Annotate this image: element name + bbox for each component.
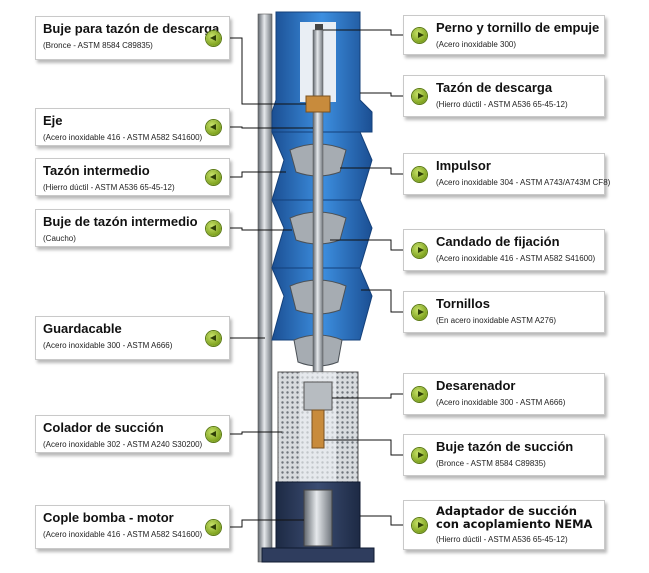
callout-buje-intermedio: Buje de tazón intermedio (Caucho) bbox=[35, 209, 230, 247]
callout-colador: Colador de succión (Acero inoxidable 302 … bbox=[35, 415, 230, 453]
callout-perno: Perno y tornillo de empuje (Acero inoxida… bbox=[403, 15, 605, 55]
callout-eje: Eje (Acero inoxidable 416 - ASTM A582 S41… bbox=[35, 108, 230, 146]
callout-subtitle: (Bronce - ASTM 8584 C89835) bbox=[436, 459, 546, 468]
callout-subtitle: (Acero inoxidable 300 - ASTM A666) bbox=[43, 341, 173, 350]
callout-subtitle: (Acero inoxidable 300) bbox=[436, 40, 517, 49]
callout-subtitle: (Hierro dúctil - ASTM A536 65-45-12) bbox=[436, 100, 568, 109]
leader-line-adaptador bbox=[360, 515, 403, 526]
callout-subtitle: (Bronce - ASTM 8584 C89835) bbox=[43, 41, 153, 50]
callout-subtitle: (Acero inoxidable 416 - ASTM A582 S41600… bbox=[43, 133, 203, 142]
callout-title: Perno y tornillo de empuje bbox=[436, 20, 600, 35]
impellers bbox=[289, 143, 347, 367]
callout-title: Impulsor bbox=[436, 158, 491, 173]
callout-subtitle: (Acero inoxidable 302 - ASTM A240 S30200… bbox=[43, 440, 203, 449]
green-arrow-icon bbox=[412, 243, 427, 258]
green-arrow-icon bbox=[206, 427, 221, 442]
leader-line-perno bbox=[323, 29, 403, 36]
callout-adaptador: Adaptador de succión con acoplamiento NE… bbox=[403, 500, 605, 550]
callout-title: Desarenador bbox=[436, 378, 516, 393]
sand-separator bbox=[303, 381, 333, 411]
callout-title: Tornillos bbox=[436, 296, 490, 311]
leader-line-buje-descarga bbox=[230, 37, 306, 105]
leader-line-cople bbox=[230, 519, 304, 528]
green-arrow-icon bbox=[412, 518, 427, 533]
callout-impulsor: Impulsor (Acero inoxidable 304 - ASTM A74… bbox=[403, 153, 611, 195]
callout-title: Cople bomba - motor bbox=[43, 510, 174, 525]
green-arrow-icon bbox=[206, 221, 221, 236]
callout-title: Buje de tazón intermedio bbox=[43, 214, 198, 229]
green-arrow-icon bbox=[412, 387, 427, 402]
leader-line-colador bbox=[230, 431, 282, 435]
green-arrow-icon bbox=[412, 448, 427, 463]
leader-line-impulsor bbox=[340, 167, 403, 175]
suction-bushing bbox=[311, 409, 325, 449]
green-arrow-icon bbox=[206, 331, 221, 346]
callout-buje-succion: Buje tazón de succión (Bronce - ASTM 8584… bbox=[403, 434, 605, 476]
green-arrow-icon bbox=[412, 167, 427, 182]
green-arrow-icon bbox=[412, 28, 427, 43]
callout-title: Tazón intermedio bbox=[43, 163, 150, 178]
callout-tornillos: Tornillos (En acero inoxidable ASTM A276) bbox=[403, 291, 605, 333]
callout-subtitle: (Caucho) bbox=[43, 234, 76, 243]
leader-line-buje-succion bbox=[324, 439, 403, 456]
callout-title: Eje bbox=[43, 113, 63, 128]
callout-subtitle: (Hierro dúctil - ASTM A536 65-45-12) bbox=[43, 183, 175, 192]
callout-buje-descarga: Buje para tazón de descarga (Bronce - AST… bbox=[35, 16, 230, 60]
green-arrow-icon bbox=[206, 120, 221, 135]
motor-coupling bbox=[303, 489, 333, 547]
callout-subtitle: (Hierro dúctil - ASTM A536 65-45-12) bbox=[436, 535, 568, 544]
callout-tazon-intermedio: Tazón intermedio (Hierro dúctil - ASTM A5… bbox=[35, 158, 230, 196]
green-arrow-icon bbox=[206, 170, 221, 185]
callout-tazon-descarga: Tazón de descarga (Hierro dúctil - ASTM A… bbox=[403, 75, 605, 117]
green-arrow-icon bbox=[412, 305, 427, 320]
callout-title: Buje tazón de succión bbox=[436, 439, 574, 454]
callout-subtitle: (Acero inoxidable 300 - ASTM A666) bbox=[436, 398, 566, 407]
green-arrow-icon bbox=[206, 520, 221, 535]
leader-line-tazon-descarga bbox=[360, 92, 403, 97]
callout-title: Tazón de descarga bbox=[436, 80, 553, 95]
callout-subtitle: (En acero inoxidable ASTM A276) bbox=[436, 316, 557, 325]
callout-title: Adaptador de succión con acoplamiento NE… bbox=[436, 504, 593, 531]
leader-line-buje-intermedio bbox=[230, 227, 292, 231]
green-arrow-icon bbox=[412, 89, 427, 104]
callout-subtitle: (Acero inoxidable 304 - ASTM A743/A743M … bbox=[436, 178, 611, 187]
callout-title: Candado de fijación bbox=[436, 234, 560, 249]
leader-line-candado bbox=[330, 239, 403, 251]
callout-guardacable: Guardacable (Acero inoxidable 300 - ASTM … bbox=[35, 316, 230, 360]
leader-line-eje bbox=[230, 126, 313, 129]
callout-subtitle: (Acero inoxidable 416 - ASTM A582 S41600… bbox=[43, 530, 203, 539]
callout-title: Buje para tazón de descarga bbox=[43, 21, 220, 36]
callout-subtitle: (Acero inoxidable 416 - ASTM A582 S41600… bbox=[436, 254, 596, 263]
callout-desarenador: Desarenador (Acero inoxidable 300 - ASTM … bbox=[403, 373, 605, 415]
green-arrow-icon bbox=[206, 31, 221, 46]
callout-title: Colador de succión bbox=[43, 420, 164, 435]
callout-candado: Candado de fijación (Acero inoxidable 416… bbox=[403, 229, 605, 271]
callout-cople: Cople bomba - motor (Acero inoxidable 416… bbox=[35, 505, 230, 549]
leader-line-tornillos bbox=[361, 289, 403, 313]
leader-line-tazon-intermedio bbox=[230, 171, 286, 178]
callout-title: Guardacable bbox=[43, 321, 122, 336]
leader-line-desarenador bbox=[332, 393, 403, 399]
